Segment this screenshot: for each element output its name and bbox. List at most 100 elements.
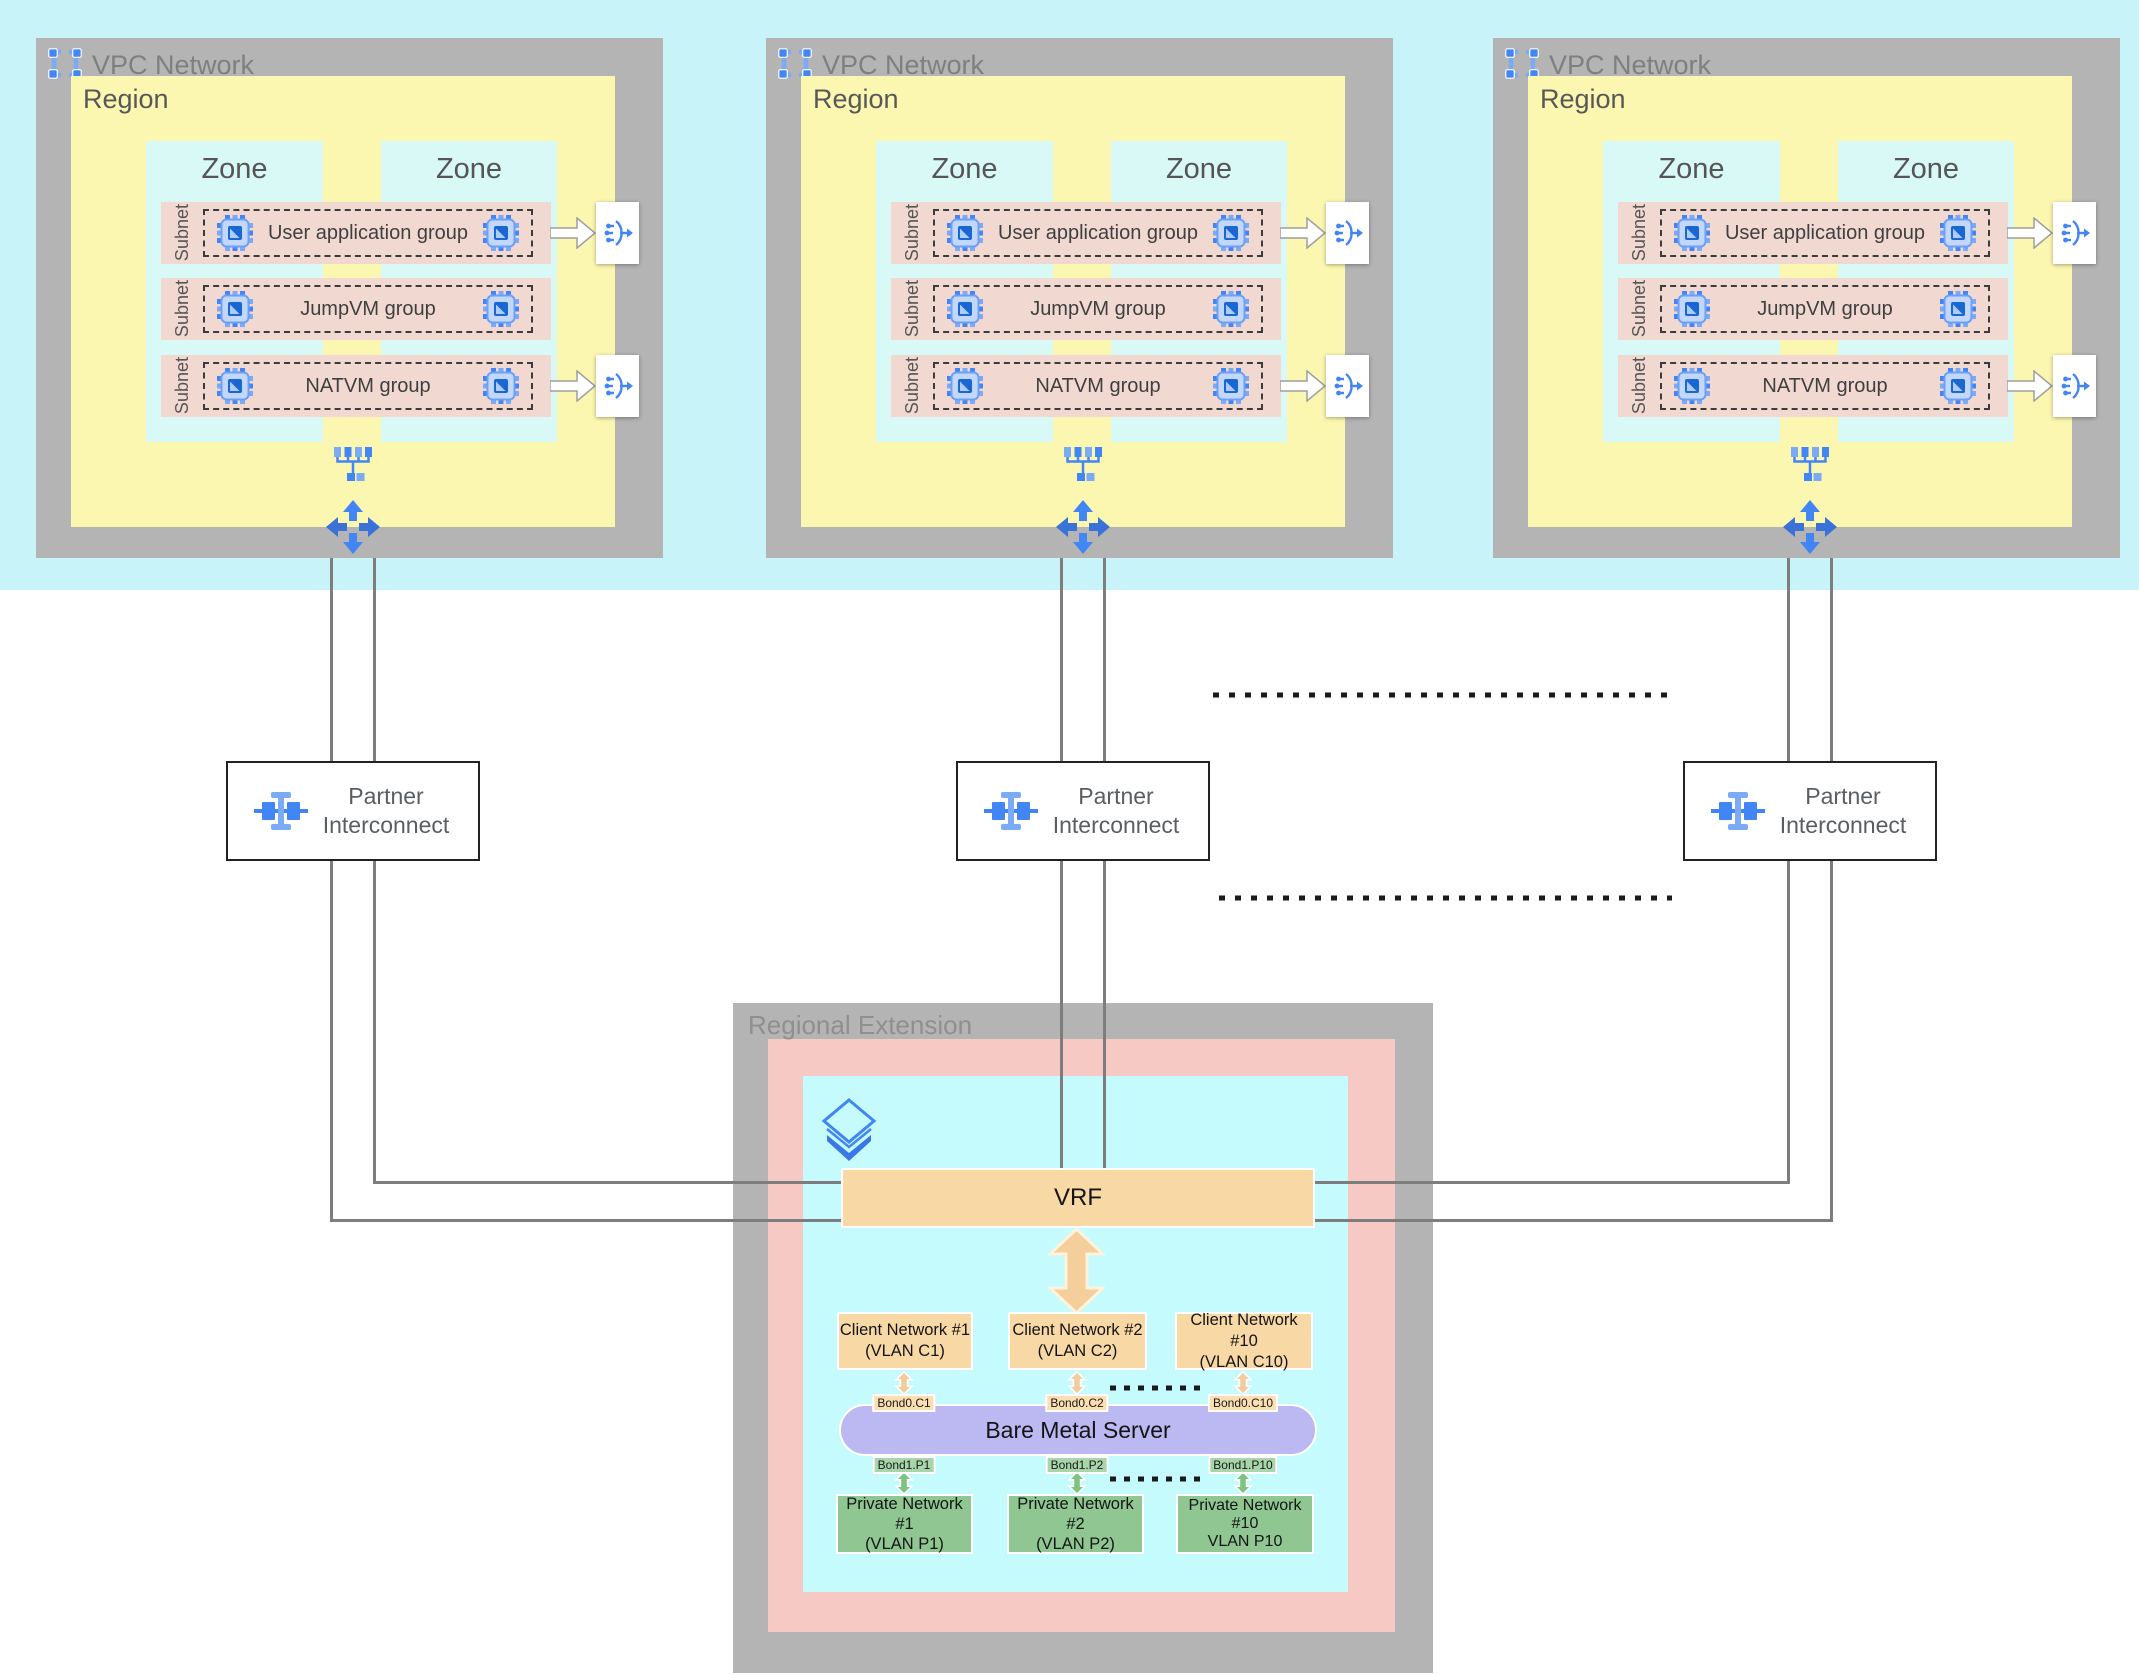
vm-instance-icon xyxy=(1940,291,1976,327)
subnet-row: Subnet JumpVM group xyxy=(1618,278,2008,340)
zone-label: Zone xyxy=(1658,153,1725,185)
vm-instance-icon xyxy=(1213,291,1249,327)
subnet-row: Subnet JumpVM group xyxy=(161,278,551,340)
zone-label: Zone xyxy=(1892,153,1960,185)
vm-group: User application group xyxy=(203,209,533,257)
flow-arrow-icon xyxy=(550,370,596,402)
network-switch-icon xyxy=(1791,447,1829,481)
vpc-network-icon xyxy=(1505,48,1539,79)
subnet-label: Subnet xyxy=(1628,357,1649,415)
subnet-label: Subnet xyxy=(901,204,922,262)
flow-arrow-icon xyxy=(550,217,596,249)
load-balancer-icon xyxy=(2060,371,2090,401)
vm-instance-icon xyxy=(947,215,983,251)
vm-instance-icon xyxy=(947,291,983,327)
regional-extension-title: Regional Extension xyxy=(748,1010,973,1040)
partner-interconnect-icon xyxy=(984,789,1038,833)
bond-label: Bond1.P2 xyxy=(1045,1456,1109,1474)
vm-group-label: NATVM group xyxy=(305,374,431,397)
vm-group-label: JumpVM group xyxy=(1757,297,1893,320)
region-label: Region xyxy=(1540,84,1626,114)
subnet-row: Subnet JumpVM group xyxy=(891,278,1281,340)
network-switch-icon xyxy=(334,447,372,481)
layers-icon xyxy=(820,1098,878,1164)
vm-instance-icon xyxy=(1674,368,1710,404)
client-network-2: Client Network #2 (VLAN C2) xyxy=(1008,1312,1147,1370)
double-arrow-icon xyxy=(1067,1471,1087,1495)
load-balancer-icon xyxy=(1333,371,1363,401)
load-balancer xyxy=(1326,202,1369,264)
subnet-row: Subnet User application group xyxy=(161,202,551,264)
vm-group: JumpVM group xyxy=(1660,285,1990,333)
vm-instance-icon xyxy=(1213,215,1249,251)
vpc-network-title: VPC Network xyxy=(822,50,985,80)
subnet-label: Subnet xyxy=(1628,204,1649,262)
subnet-row: Subnet NATVM group xyxy=(1618,355,2008,417)
subnet-label: Subnet xyxy=(901,280,922,338)
vm-group-label: User application group xyxy=(267,221,469,244)
load-balancer xyxy=(2053,355,2096,417)
flow-arrow-icon xyxy=(1280,217,1326,249)
subnet-row: Subnet User application group xyxy=(1618,202,2008,264)
vm-group: User application group xyxy=(933,209,1263,257)
double-arrow-icon xyxy=(1048,1228,1105,1314)
vm-group-label: User application group xyxy=(997,221,1199,244)
partner-interconnect-icon xyxy=(1711,789,1765,833)
zone-label: Zone xyxy=(1165,153,1233,185)
vm-instance-icon xyxy=(217,291,253,327)
vm-instance-icon xyxy=(1940,368,1976,404)
vm-instance-icon xyxy=(1674,215,1710,251)
vm-instance-icon xyxy=(1674,291,1710,327)
vm-instance-icon xyxy=(947,368,983,404)
vm-instance-icon xyxy=(217,215,253,251)
vm-instance-icon xyxy=(1213,368,1249,404)
vm-group: NATVM group xyxy=(1660,362,1990,410)
vm-group: NATVM group xyxy=(933,362,1263,410)
load-balancer xyxy=(596,202,639,264)
double-arrow-icon xyxy=(1233,1371,1253,1395)
vpc-network-block-3: VPC Network Region Zone Zone Subnet User… xyxy=(1493,38,2120,558)
client-network-10: Client Network #10 (VLAN C10) xyxy=(1175,1311,1313,1371)
vm-group: JumpVM group xyxy=(203,285,533,333)
vm-group: User application group xyxy=(1660,209,1990,257)
vpc-network-title: VPC Network xyxy=(92,50,255,80)
private-network-2: Private Network #2 (VLAN P2) xyxy=(1007,1494,1144,1554)
region-label: Region xyxy=(813,84,899,114)
vm-group-label: JumpVM group xyxy=(1030,297,1166,320)
bond-label: Bond0.C2 xyxy=(1045,1394,1109,1412)
double-arrow-icon xyxy=(1067,1371,1087,1395)
load-balancer xyxy=(2053,202,2096,264)
flow-arrow-icon xyxy=(1280,370,1326,402)
vpc-network-icon xyxy=(778,48,812,79)
load-balancer-icon xyxy=(603,371,633,401)
double-arrow-icon xyxy=(1233,1471,1253,1495)
load-balancer-icon xyxy=(603,218,633,248)
bond-label: Bond1.P10 xyxy=(1208,1456,1278,1474)
subnet-label: Subnet xyxy=(171,204,192,262)
routes-icon xyxy=(1783,500,1837,554)
subnet-label: Subnet xyxy=(1628,280,1649,338)
load-balancer-icon xyxy=(1333,218,1363,248)
vpc-network-icon xyxy=(48,48,82,79)
double-arrow-icon xyxy=(894,1371,914,1395)
subnet-row: Subnet NATVM group xyxy=(891,355,1281,417)
vpc-network-title: VPC Network xyxy=(1549,50,1712,80)
partner-interconnect-icon xyxy=(254,789,308,833)
vpc-network-block-2: VPC Network Region Zone Zone Subnet User… xyxy=(766,38,1393,558)
vm-instance-icon xyxy=(217,368,253,404)
routes-icon xyxy=(1056,500,1110,554)
vm-instance-icon xyxy=(483,368,519,404)
client-network-1: Client Network #1 (VLAN C1) xyxy=(837,1312,973,1370)
vrf-bar: VRF xyxy=(841,1168,1315,1228)
zone-label: Zone xyxy=(201,153,268,185)
subnet-row: Subnet User application group xyxy=(891,202,1281,264)
zone-label: Zone xyxy=(435,153,503,185)
vm-group-label: JumpVM group xyxy=(300,297,436,320)
network-switch-icon xyxy=(1064,447,1102,481)
flow-arrow-icon xyxy=(2007,370,2053,402)
